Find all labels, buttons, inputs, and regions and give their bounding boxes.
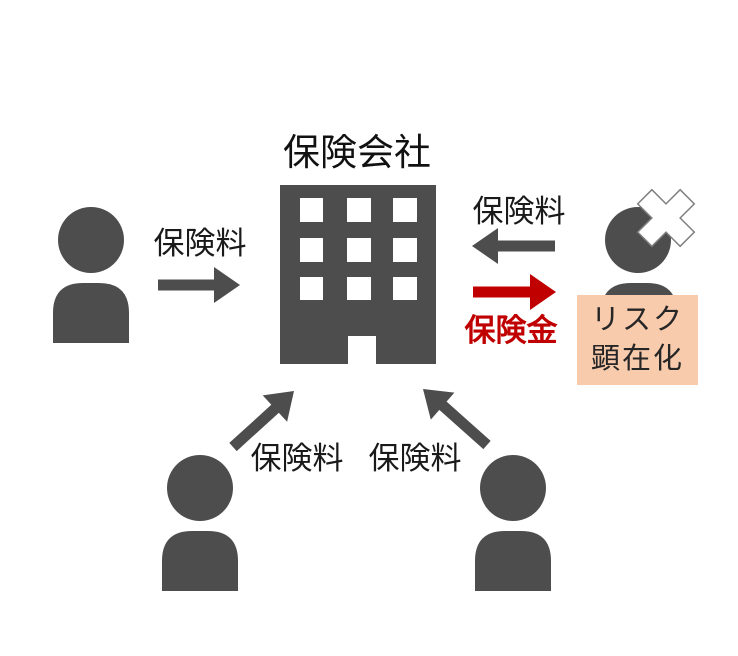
person-body bbox=[475, 531, 551, 591]
person-icon-bottom-right bbox=[475, 455, 551, 591]
x-mark-icon bbox=[636, 188, 696, 248]
risk-box-line2: 顕在化 bbox=[590, 343, 684, 375]
person-icon-left bbox=[53, 207, 129, 343]
payout-arrow bbox=[473, 274, 556, 310]
building-door bbox=[348, 336, 376, 364]
premium-label-left: 保険料 bbox=[153, 226, 247, 261]
premium-label-bottom-right: 保険料 bbox=[368, 441, 462, 476]
insurance-company-building-icon bbox=[280, 185, 436, 364]
person-head bbox=[58, 207, 124, 273]
person-head bbox=[480, 455, 546, 521]
premium-arrow-bottom-left bbox=[229, 391, 294, 452]
building-windows bbox=[300, 198, 417, 300]
premium-label-right: 保険料 bbox=[472, 194, 566, 229]
person-icon-bottom-left bbox=[162, 455, 238, 591]
premium-arrow-bottom-right bbox=[423, 389, 491, 450]
payout-label: 保険金 bbox=[464, 313, 558, 348]
premium-label-bottom-left: 保険料 bbox=[250, 441, 344, 476]
person-body bbox=[162, 531, 238, 591]
premium-arrow-left bbox=[158, 267, 240, 303]
premium-arrow-right bbox=[472, 228, 555, 264]
risk-box: リスク 顕在化 bbox=[577, 295, 698, 385]
person-head bbox=[167, 455, 233, 521]
risk-box-line1: リスク bbox=[590, 304, 684, 336]
insurance-company-title: 保険会社 bbox=[283, 132, 431, 173]
person-body bbox=[53, 283, 129, 343]
